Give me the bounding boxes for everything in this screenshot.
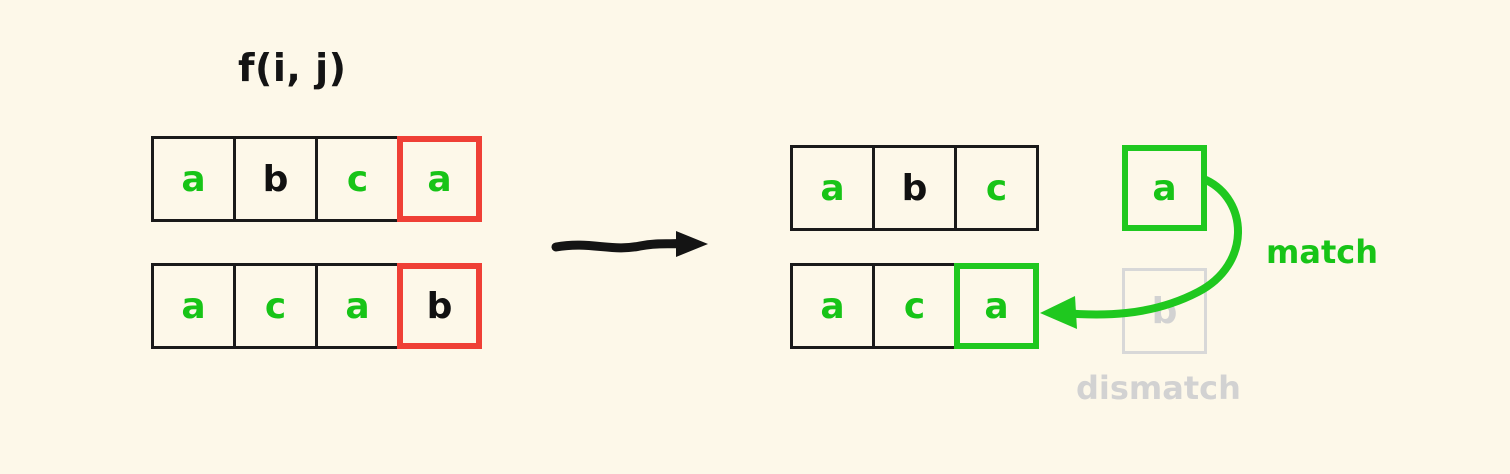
right-r1-detached-cell-char: a	[1152, 167, 1177, 209]
left-r1-cell-1: b	[233, 136, 318, 222]
left-r1-cell-1-char: b	[262, 158, 289, 200]
dismatch-label: dismatch	[1076, 369, 1241, 407]
left-r2-cell-1: c	[233, 263, 318, 349]
right-r1-cell-2: c	[954, 145, 1039, 231]
left-r1-cell-2-char: c	[346, 158, 369, 200]
right-r2-detached-cell-faded: b	[1122, 268, 1207, 354]
match-label: match	[1266, 233, 1378, 271]
left-string-2-row: a c a b	[151, 263, 482, 349]
left-r2-cell-3-highlighted: b	[397, 263, 482, 349]
right-r1-detached-cell-highlighted: a	[1122, 145, 1207, 231]
right-r2-cell-0: a	[790, 263, 875, 349]
function-label: f(i, j)	[238, 46, 347, 90]
left-r1-cell-3-char: a	[427, 158, 452, 200]
left-r2-cell-0-char: a	[181, 285, 206, 327]
left-r2-cell-3-char: b	[426, 285, 453, 327]
right-r1-cell-0: a	[790, 145, 875, 231]
right-r1-cell-0-char: a	[820, 167, 845, 209]
left-r2-cell-1-char: c	[264, 285, 287, 327]
left-r1-cell-0-char: a	[181, 158, 206, 200]
right-r2-cell-2-char: a	[984, 285, 1009, 327]
right-r2-cell-1-char: c	[903, 285, 926, 327]
left-r2-cell-0: a	[151, 263, 236, 349]
right-r2-detached-cell-char: b	[1151, 290, 1178, 332]
right-r2-cell-1: c	[872, 263, 957, 349]
left-r2-cell-2-char: a	[345, 285, 370, 327]
right-string-2-row: a c a	[790, 263, 1039, 349]
right-r1-cell-1: b	[872, 145, 957, 231]
left-r2-cell-2: a	[315, 263, 400, 349]
right-r1-cell-2-char: c	[985, 167, 1008, 209]
left-r1-cell-3-highlighted: a	[397, 136, 482, 222]
right-string-2-detached-cell: b	[1122, 268, 1207, 354]
transition-arrow-icon	[551, 231, 708, 257]
right-string-1-row: a b c	[790, 145, 1039, 231]
right-r2-cell-2-highlighted: a	[954, 263, 1039, 349]
left-r1-cell-0: a	[151, 136, 236, 222]
left-r1-cell-2: c	[315, 136, 400, 222]
right-r2-cell-0-char: a	[820, 285, 845, 327]
left-string-1-row: a b c a	[151, 136, 482, 222]
right-string-1-detached-cell: a	[1122, 145, 1207, 231]
right-r1-cell-1-char: b	[901, 167, 928, 209]
